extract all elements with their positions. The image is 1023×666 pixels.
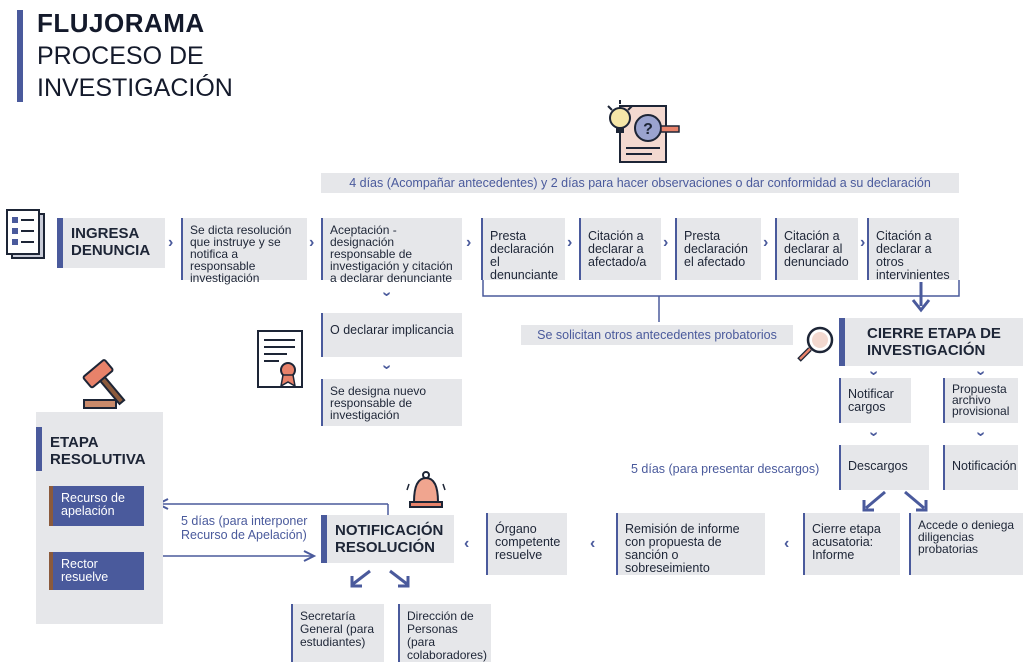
chevron-right-icon: › bbox=[567, 234, 573, 251]
gavel-icon bbox=[82, 359, 126, 409]
page-subtitle-line1: PROCESO DE bbox=[37, 42, 204, 70]
page-title: FLUJORAMA bbox=[37, 8, 205, 38]
step-remision-informe: Remisión de informe con propuesta de san… bbox=[616, 513, 765, 575]
magnifier-icon bbox=[797, 326, 834, 362]
step-citacion-otros: Citación a declarar a otros intervinient… bbox=[867, 218, 959, 282]
step-organo-resuelve: Órgano competente resuelve bbox=[486, 513, 567, 575]
bell-icon bbox=[406, 471, 446, 508]
step-propuesta-archivo: Propuesta archivo provisional bbox=[943, 378, 1018, 423]
chevron-left-icon: ‹ bbox=[590, 535, 596, 552]
step-recurso-apelacion: Recurso de apelación bbox=[49, 486, 144, 526]
step-presta-afectado: Presta declaración el afectado bbox=[675, 218, 761, 280]
chevron-down-icon: › bbox=[972, 370, 990, 376]
chevron-right-icon: › bbox=[466, 234, 472, 251]
certificate-icon bbox=[257, 330, 303, 388]
note-plazo-descargos: 5 días (para presentar descargos) bbox=[631, 462, 820, 476]
step-notificar-cargos: Notificar cargos bbox=[839, 378, 911, 423]
page-subtitle-line2: INVESTIGACIÓN bbox=[37, 74, 233, 102]
step-notificacion: Notificación bbox=[943, 445, 1018, 490]
note-plazo-apelacion: 5 días (para interponer Recurso de Apela… bbox=[181, 514, 308, 542]
chevron-down-icon: › bbox=[378, 364, 396, 370]
step-citacion-afectado: Citación a declarar a afectado/a bbox=[579, 218, 661, 280]
chevron-down-icon: › bbox=[972, 431, 990, 437]
chevron-right-icon: › bbox=[663, 234, 669, 251]
step-aceptacion-designacion: Aceptación - designación responsable de … bbox=[321, 218, 462, 284]
step-ingresa-denuncia: INGRESA DENUNCIA bbox=[57, 218, 165, 268]
chevron-right-icon: › bbox=[309, 234, 315, 251]
step-accede-deniega: Accede o deniega diligencias probatorias bbox=[909, 513, 1023, 575]
chevron-right-icon: › bbox=[168, 234, 174, 251]
chevron-down-icon: › bbox=[378, 291, 396, 297]
step-secretaria-general: Secretaría General (para estudiantes) bbox=[291, 604, 384, 662]
chevron-down-icon: › bbox=[865, 370, 883, 376]
step-descargos: Descargos bbox=[839, 445, 929, 490]
note-antecedentes: Se solicitan otros antecedentes probator… bbox=[521, 325, 793, 345]
etapa-resolutiva-title: ETAPA RESOLUTIVA bbox=[36, 427, 163, 471]
step-citacion-denunciado: Citación a declarar al denunciado bbox=[775, 218, 858, 280]
step-nuevo-responsable: Se designa nuevo responsable de investig… bbox=[321, 379, 462, 426]
chevron-down-icon: › bbox=[865, 431, 883, 437]
svg-text:?: ? bbox=[643, 121, 653, 138]
step-rector-resuelve: Rector resuelve bbox=[49, 552, 144, 590]
step-resolucion-instruye: Se dicta resolución que instruye y se no… bbox=[181, 218, 307, 284]
step-declarar-implicancia: O declarar implicancia bbox=[321, 313, 462, 357]
step-notificacion-resolucion: NOTIFICACIÓN RESOLUCIÓN bbox=[321, 515, 454, 563]
chevron-left-icon: ‹ bbox=[464, 535, 470, 552]
step-cierre-acusatoria: Cierre etapa acusatoria: Informe bbox=[803, 513, 900, 575]
step-cierre-investigacion: CIERRE ETAPA DE INVESTIGACIÓN bbox=[839, 318, 1023, 366]
step-direccion-personas: Dirección de Personas (para colaboradore… bbox=[398, 604, 491, 662]
chevron-right-icon: › bbox=[763, 234, 769, 251]
idea-search-icon: ? bbox=[607, 100, 680, 163]
chevron-left-icon: ‹ bbox=[784, 535, 790, 552]
document-checklist-icon bbox=[6, 209, 45, 259]
title-accent-bar bbox=[17, 10, 23, 102]
note-plazo-declaracion: 4 días (Acompañar antecedentes) y 2 días… bbox=[321, 173, 959, 193]
step-presta-denunciante: Presta declaración el denunciante bbox=[481, 218, 565, 282]
chevron-right-icon: › bbox=[860, 234, 866, 251]
